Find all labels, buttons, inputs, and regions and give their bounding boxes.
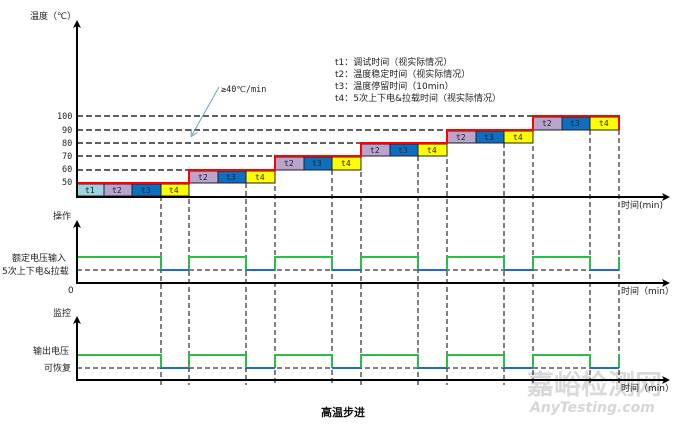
- temperature-x-label: 时间(min): [621, 199, 663, 211]
- ramp-rate-arrow: [192, 86, 220, 135]
- temperature-axis-label: 温度（℃）: [30, 10, 76, 22]
- svg-text:t2: t2: [198, 173, 208, 182]
- svg-text:t2: t2: [370, 146, 380, 155]
- watermark: 嘉峪检测网 AnyTesting.com: [527, 369, 662, 416]
- diagram-title: 高温步进: [321, 405, 365, 419]
- monitor-low-label: 可恢复: [44, 362, 71, 374]
- operation-axis-label: 操作: [53, 210, 71, 222]
- watermark-en: AnyTesting.com: [529, 400, 655, 416]
- svg-text:70: 70: [62, 152, 72, 162]
- operation-x-label: 时间（min）: [621, 285, 674, 297]
- legend-t4: t4：5次上下电&拉载时间（视实际情况）: [335, 92, 501, 104]
- watermark-cn: 嘉峪检测网: [527, 369, 662, 401]
- monitor-axis-label: 监控: [53, 307, 71, 319]
- operation-high-label: 额定电压输入: [12, 252, 66, 264]
- svg-text:t2: t2: [284, 159, 294, 168]
- svg-text:90: 90: [62, 126, 72, 136]
- svg-text:100: 100: [57, 112, 72, 122]
- svg-text:t4: t4: [513, 133, 523, 142]
- svg-text:t4: t4: [599, 119, 609, 128]
- temperature-panel: 温度（℃） 100 90 80 70 60 50: [30, 10, 670, 211]
- operation-low-label: 5次上下电&拉载: [2, 265, 69, 277]
- monitor-x-label: 时间（min）: [621, 382, 674, 394]
- svg-text:50: 50: [62, 178, 72, 188]
- svg-text:t2: t2: [112, 186, 122, 195]
- temperature-level-lines: [77, 115, 533, 171]
- svg-text:t4: t4: [255, 173, 265, 182]
- svg-text:t4: t4: [427, 146, 437, 155]
- temperature-y-ticks: 100 90 80 70 60 50: [57, 112, 72, 188]
- svg-text:t3: t3: [398, 146, 408, 155]
- operation-panel: 操作 额定电压输入 5次上下电&拉载 0 时间（min）: [2, 210, 674, 297]
- legend-t2: t2：温度稳定时间（视实际情况）: [335, 68, 470, 80]
- svg-text:t3: t3: [570, 119, 580, 128]
- step-boxes: [76, 116, 620, 197]
- ramp-rate-annotation: ≥40℃/min: [221, 85, 266, 95]
- svg-text:t3: t3: [226, 173, 236, 182]
- step-box-labels: t1 t2 t3 t4 t2 t3 t4 t2 t3 t4 t2 t3 t4 t2 t3 t4 t2 t…: [85, 119, 609, 195]
- svg-text:t1: t1: [85, 186, 95, 195]
- operation-origin-label: 0: [68, 286, 74, 296]
- legend: t1：调试时间（视实际情况） t2：温度稳定时间（视实际情况） t3：温度停留时…: [335, 56, 501, 104]
- monitor-high-label: 输出电压: [33, 345, 69, 357]
- svg-text:t4: t4: [341, 159, 351, 168]
- svg-text:t3: t3: [141, 186, 151, 195]
- svg-text:t3: t3: [484, 133, 494, 142]
- svg-text:t4: t4: [169, 186, 179, 195]
- svg-text:80: 80: [62, 139, 72, 149]
- monitor-panel: 监控 输出电压 可恢复 时间（min）: [33, 307, 674, 394]
- legend-t3: t3：温度停留时间（10min）: [335, 80, 454, 92]
- legend-t1: t1：调试时间（视实际情况）: [335, 56, 452, 68]
- svg-text:t2: t2: [456, 133, 466, 142]
- svg-text:t2: t2: [542, 119, 552, 128]
- svg-text:60: 60: [62, 165, 72, 175]
- temperature-profile-line: [77, 115, 620, 184]
- svg-text:t3: t3: [312, 159, 322, 168]
